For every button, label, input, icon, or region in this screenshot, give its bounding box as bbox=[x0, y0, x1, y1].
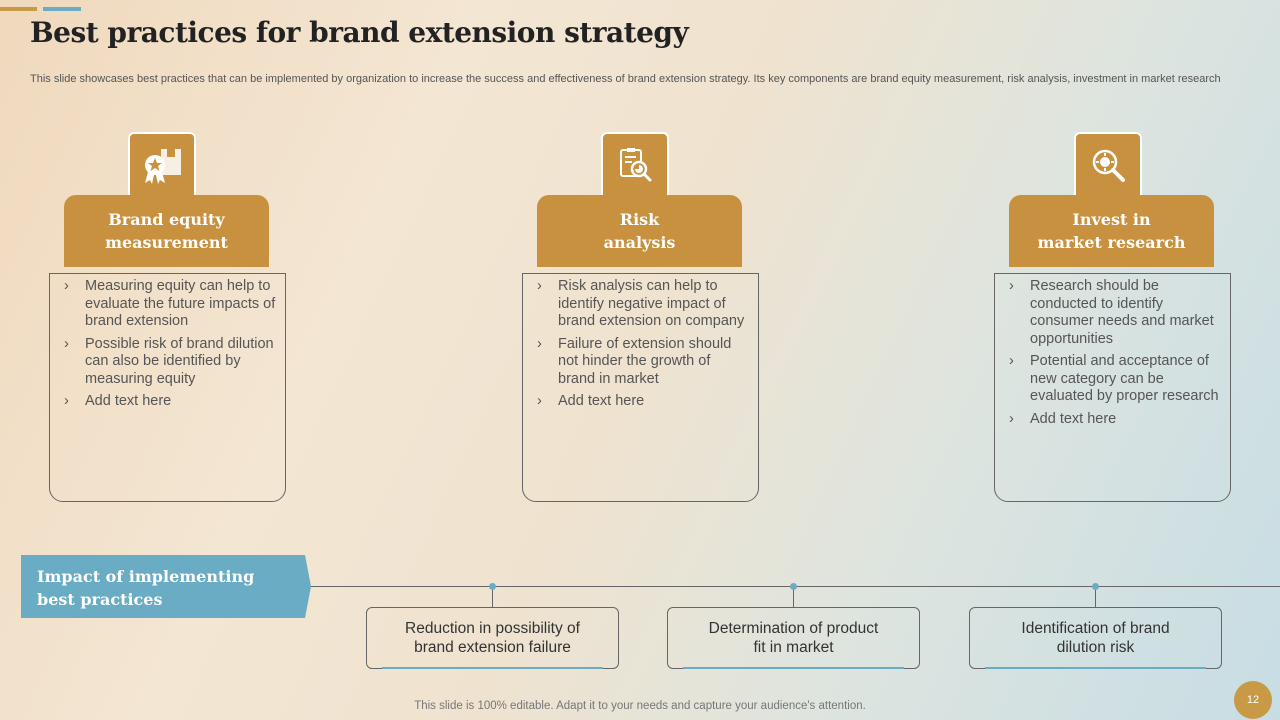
chevron-right-icon: › bbox=[64, 335, 69, 352]
impact-card-2: Determination of product fit in market bbox=[667, 607, 920, 669]
list-item-text: Risk analysis can help to identify negat… bbox=[558, 278, 745, 329]
impact-card-text: Determination of product fit in market bbox=[708, 620, 879, 656]
list-item: › Add text here bbox=[1009, 411, 1222, 429]
timeline-connector-2 bbox=[793, 590, 794, 607]
impact-card-3: Identification of brand dilution risk bbox=[969, 607, 1222, 669]
timeline-connector-3 bbox=[1095, 590, 1096, 607]
list-item-text: Potential and acceptance of new category… bbox=[1030, 353, 1219, 404]
list-item-text: Possible risk of brand dilution can also… bbox=[85, 335, 274, 387]
impact-card-underline bbox=[985, 667, 1206, 669]
practice-card-3: › Research should be conducted to identif… bbox=[994, 273, 1231, 502]
list-item-text: Measuring equity can help to evaluate th… bbox=[85, 278, 276, 329]
accent-bar-gold bbox=[0, 7, 37, 11]
chevron-right-icon: › bbox=[537, 393, 542, 409]
impact-card-underline bbox=[382, 667, 603, 669]
chevron-right-icon: › bbox=[64, 278, 69, 294]
chevron-right-icon: › bbox=[1009, 410, 1014, 427]
list-item-text: Failure of extension should not hinder t… bbox=[558, 335, 732, 387]
impact-card-text: Reduction in possibility of brand extens… bbox=[405, 620, 580, 656]
timeline-dot-3 bbox=[1092, 583, 1099, 590]
chevron-right-icon: › bbox=[64, 393, 69, 409]
practice-heading-1: Brand equity measurement bbox=[64, 195, 269, 267]
list-item: › Add text here bbox=[64, 393, 277, 411]
list-item-text: Research should be conducted to identify… bbox=[1030, 278, 1214, 347]
award-box-icon bbox=[145, 149, 181, 184]
chevron-right-icon: › bbox=[537, 335, 542, 352]
timeline-dot-2 bbox=[790, 583, 797, 590]
practice-heading-3: Invest in market research bbox=[1009, 195, 1214, 267]
practice-icon-box-3 bbox=[1074, 132, 1142, 200]
list-item: › Measuring equity can help to evaluate t… bbox=[64, 278, 277, 331]
impact-label: Impact of implementing best practices bbox=[21, 555, 311, 618]
slide-subtitle: This slide showcases best practices that… bbox=[30, 73, 1221, 85]
research-magnifier-icon bbox=[1092, 149, 1125, 182]
list-item-text[interactable]: Add text here bbox=[85, 393, 172, 409]
practice-card-2: › Risk analysis can help to identify nega… bbox=[522, 273, 759, 502]
list-item-text[interactable]: Add text here bbox=[1030, 410, 1117, 427]
practice-card-1: › Measuring equity can help to evaluate t… bbox=[49, 273, 286, 502]
list-item: › Add text here bbox=[537, 393, 750, 411]
chevron-right-icon: › bbox=[1009, 353, 1014, 369]
practice-heading-2: Risk analysis bbox=[537, 195, 742, 267]
slide-title: Best practices for brand extension strat… bbox=[30, 16, 689, 49]
list-item: › Research should be conducted to identif… bbox=[1009, 278, 1222, 348]
list-item: › Potential and acceptance of new categor… bbox=[1009, 353, 1222, 406]
page-number-badge: 12 bbox=[1234, 681, 1272, 719]
impact-card-1: Reduction in possibility of brand extens… bbox=[366, 607, 619, 669]
impact-card-text: Identification of brand dilution risk bbox=[1021, 620, 1170, 656]
report-magnifier-icon bbox=[620, 148, 652, 182]
timeline-connector-1 bbox=[492, 590, 493, 607]
chevron-right-icon: › bbox=[1009, 278, 1014, 294]
chevron-right-icon: › bbox=[537, 278, 542, 294]
practice-icon-box-2 bbox=[601, 132, 669, 200]
impact-card-underline bbox=[683, 667, 904, 669]
slide-footer: This slide is 100% editable. Adapt it to… bbox=[414, 700, 866, 712]
accent-bar-blue bbox=[43, 7, 81, 11]
list-item: › Failure of extension should not hinder … bbox=[537, 336, 750, 389]
list-item-text[interactable]: Add text here bbox=[558, 393, 645, 409]
list-item: › Possible risk of brand dilution can als… bbox=[64, 336, 277, 389]
timeline-dot-1 bbox=[489, 583, 496, 590]
practice-icon-box-1 bbox=[128, 132, 196, 200]
list-item: › Risk analysis can help to identify nega… bbox=[537, 278, 750, 331]
